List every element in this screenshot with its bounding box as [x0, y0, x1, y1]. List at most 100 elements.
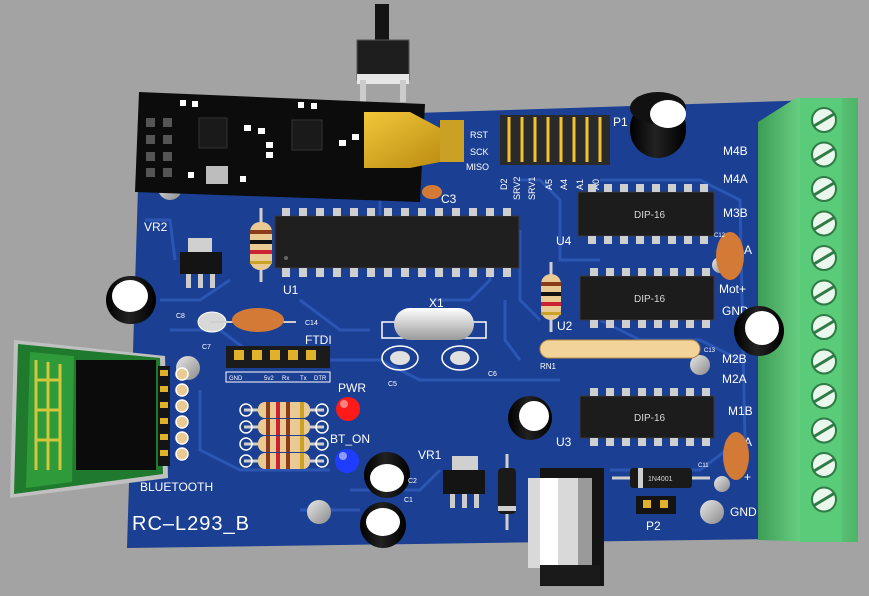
terminal-screw — [811, 107, 837, 133]
label-c1: C1 — [404, 497, 413, 504]
capacitor-c11 — [723, 432, 749, 480]
terminal-screw — [811, 210, 837, 237]
label-m3a: A — [744, 243, 752, 257]
label-c6: C6 — [488, 371, 497, 378]
mcu-pin — [418, 208, 426, 216]
dip-pin — [590, 320, 598, 328]
mcu-pin — [384, 268, 392, 277]
mcu-pin — [299, 268, 307, 277]
bluetooth-module — [10, 340, 189, 498]
ftdi-pin-gnd: GND — [229, 376, 243, 382]
dip-pin — [606, 438, 614, 446]
mcu-pin — [367, 208, 375, 216]
electrolytic-capacitor-c2 — [364, 452, 410, 498]
header-pin-srv1: SRV1 — [527, 177, 537, 200]
spi-pin-miso: MISO — [466, 162, 489, 172]
dip-pin — [702, 438, 710, 446]
mcu-pin — [486, 208, 494, 216]
ftdi-pin-tx: Tx — [300, 376, 307, 382]
mcu-pin — [401, 208, 409, 216]
terminal-screw — [811, 176, 837, 202]
voltage-regulator-vr2 — [180, 238, 222, 288]
capacitor-c14 — [197, 308, 296, 333]
dip-pin — [654, 268, 662, 276]
dip-pin — [652, 236, 660, 244]
mcu-pin — [350, 208, 358, 216]
diode-vertical — [498, 454, 516, 530]
diode-horizontal: 1N4001 — [612, 468, 710, 488]
dip-pin — [620, 184, 628, 192]
label-m3b: M3B — [723, 206, 748, 220]
mcu-pin — [384, 208, 392, 216]
mcu-pin — [282, 268, 290, 277]
dip-pin — [604, 236, 612, 244]
spi-pin-rst: RST — [470, 130, 489, 140]
dip-pin — [700, 236, 708, 244]
dip-pin — [652, 184, 660, 192]
terminal-screw — [811, 279, 837, 306]
label-m2a: M2A — [722, 372, 747, 386]
resistor — [239, 436, 329, 452]
label-ftdi: FTDI — [305, 333, 332, 347]
dip-pin — [606, 320, 614, 328]
dip-pin — [606, 388, 614, 396]
dip-pin — [588, 236, 596, 244]
capacitor-c3 — [422, 185, 442, 199]
mcu-pin — [452, 208, 460, 216]
mcu-pin — [503, 208, 511, 216]
mcu-pin — [401, 268, 409, 277]
led-bluetooth-highlight — [339, 452, 347, 460]
nrf-wireless-module — [135, 92, 464, 202]
spi-pin-sck: SCK — [470, 147, 489, 157]
dip-pin — [604, 184, 612, 192]
dip-pin — [686, 388, 694, 396]
label-m4a: M4A — [723, 172, 748, 186]
dip-pin — [670, 438, 678, 446]
mcu-pin — [299, 208, 307, 216]
mcu-pin — [282, 208, 290, 216]
label-c3: C3 — [441, 192, 457, 206]
ftdi-pin-5v2: 5v2 — [264, 376, 274, 382]
mcu-pin — [350, 268, 358, 277]
dip-pin — [588, 184, 596, 192]
header-pin-srv2: SRV2 — [512, 177, 522, 200]
terminal-screw — [811, 486, 837, 513]
jumper-p2 — [636, 496, 676, 514]
dip-pin — [686, 438, 694, 446]
diode-part-label: 1N4001 — [648, 476, 673, 483]
label-c2: C2 — [408, 478, 417, 485]
label-p1: P1 — [613, 115, 628, 129]
resistor — [239, 402, 329, 418]
label-m4b: M4B — [723, 144, 748, 158]
ftdi-pin-rx: Rx — [282, 376, 289, 382]
dip-pin — [638, 388, 646, 396]
resistor-near-vr2 — [250, 208, 272, 282]
led-power-highlight — [340, 400, 348, 408]
resistor — [239, 453, 329, 469]
electrolytic-capacitor-right — [734, 306, 784, 356]
board-name: RC–L293_B — [132, 513, 250, 535]
electrolytic-capacitor-c8 — [106, 276, 156, 324]
label-m2b: M2B — [722, 352, 747, 366]
dip-pin — [606, 268, 614, 276]
header-pin-d2: D2 — [499, 178, 509, 190]
terminal-screw — [811, 141, 837, 168]
label-c5: C5 — [388, 381, 397, 388]
mcu-pin — [333, 268, 341, 277]
electrolytic-capacitor-c1 — [360, 502, 406, 548]
dip-pin — [622, 320, 630, 328]
dip-pin — [686, 320, 694, 328]
terminal-screw — [811, 348, 837, 375]
mcu-pin — [316, 208, 324, 216]
label-m1b: M1B — [728, 404, 753, 418]
capacitor-c12 — [716, 232, 744, 280]
header-pin-a1: A1 — [575, 179, 585, 190]
dip-chip-pins — [588, 184, 710, 446]
u4-package-label: DIP-16 — [634, 210, 666, 221]
dip-pin — [638, 438, 646, 446]
ftdi-header — [225, 346, 331, 383]
label-u2: U2 — [557, 319, 573, 333]
resistor-bank — [239, 402, 329, 469]
